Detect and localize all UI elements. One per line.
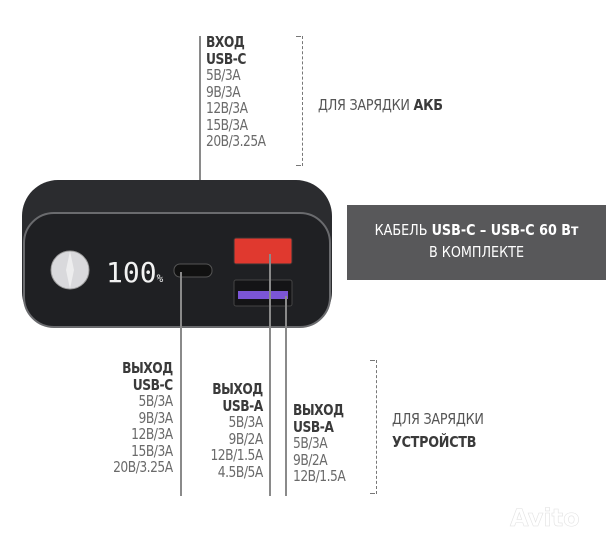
- output-spec: 4.5В/5А: [218, 462, 263, 481]
- output-title: ВЫХОД: [212, 380, 263, 398]
- output-port: USB-A: [222, 396, 264, 415]
- output-note-line1: ДЛЯ ЗАРЯДКИ: [392, 410, 484, 428]
- cable-line-1: КАБЕЛЬ USB-C – USB-C 60 Вт: [366, 219, 586, 241]
- output-port: USB-A: [293, 417, 334, 436]
- cable-included-banner: КАБЕЛЬ USB-C – USB-C 60 Вт В КОМПЛЕКТЕ: [347, 205, 606, 280]
- svg-text:Avito: Avito: [510, 504, 580, 532]
- output-spec: 5В/3А: [228, 413, 264, 431]
- percent-sign: %: [157, 272, 164, 285]
- output-spec: 15В/3А: [131, 441, 173, 460]
- input-spec: 9В/3А: [206, 82, 241, 101]
- bracket-tick: [370, 360, 375, 361]
- battery-display: 100%: [106, 256, 164, 289]
- output-spec: 9В/2А: [228, 429, 264, 448]
- output-title: ВЫХОД: [293, 401, 344, 419]
- output-spec: 5В/3А: [293, 434, 328, 452]
- output-usb-a-fast-pointer-line: [269, 254, 271, 496]
- output-spec: 20В/3.25А: [113, 458, 173, 476]
- output-usb-c-spec-block: ВЫХОД USB-C 5В/3А 9В/3А 12В/3А 15В/3А 20…: [113, 360, 173, 476]
- output-port: USB-C: [133, 375, 173, 394]
- input-bracket: [302, 36, 303, 166]
- cable-prefix: КАБЕЛЬ: [374, 221, 432, 239]
- cable-line-2: В КОМПЛЕКТЕ: [428, 243, 525, 261]
- output-bracket: [376, 360, 377, 494]
- output-note-bold: УСТРОЙСТВ: [392, 433, 477, 451]
- input-spec: 12В/3А: [206, 99, 248, 117]
- output-spec: 12В/3А: [131, 425, 173, 443]
- battery-percent-value: 100: [106, 256, 157, 289]
- input-note: ДЛЯ ЗАРЯДКИ АКБ: [318, 94, 443, 117]
- usb-a-fast-port: [233, 237, 293, 265]
- output-spec: 9В/3А: [138, 408, 174, 427]
- output-note: ДЛЯ ЗАРЯДКИ УСТРОЙСТВ: [392, 408, 484, 454]
- output-spec: 5В/3А: [138, 392, 174, 410]
- avito-watermark-logo: Avito: [471, 502, 580, 532]
- bracket-tick: [370, 493, 375, 494]
- cable-type: USB-C – USB-C 60 Вт: [431, 221, 579, 239]
- output-spec: 12В/1.5А: [293, 467, 346, 485]
- input-spec: 15В/3А: [206, 115, 248, 134]
- input-spec: 5В/3А: [206, 66, 241, 84]
- output-title: ВЫХОД: [122, 359, 173, 377]
- input-note-text: ДЛЯ ЗАРЯДКИ: [318, 96, 414, 114]
- input-spec-block: ВХОД USB-C 5В/3А 9В/3А 12В/3А 15В/3А 20В…: [206, 34, 266, 150]
- output-spec: 9В/2А: [293, 450, 328, 469]
- input-pointer-line: [199, 36, 201, 272]
- bracket-tick: [296, 165, 301, 166]
- usb-a-port-tongue: [238, 291, 288, 299]
- output-usb-a-spec-block: ВЫХОД USB-A 5В/3А 9В/2А 12В/1.5А: [293, 401, 346, 485]
- input-port: USB-C: [206, 49, 246, 68]
- bracket-tick: [296, 36, 301, 37]
- output-usb-a-fast-spec-block: ВЫХОД USB-A 5В/3А 9В/2А 12В/1.5А 4.5В/5А: [210, 380, 264, 481]
- usb-c-port: [173, 263, 213, 278]
- input-title: ВХОД: [206, 33, 245, 51]
- input-spec: 20В/3.25А: [206, 132, 266, 150]
- output-spec: 12В/1.5А: [210, 446, 264, 464]
- output-usb-a-pointer-line: [285, 296, 287, 496]
- input-note-bold: АКБ: [413, 96, 443, 114]
- output-usb-c-pointer-line: [180, 272, 182, 496]
